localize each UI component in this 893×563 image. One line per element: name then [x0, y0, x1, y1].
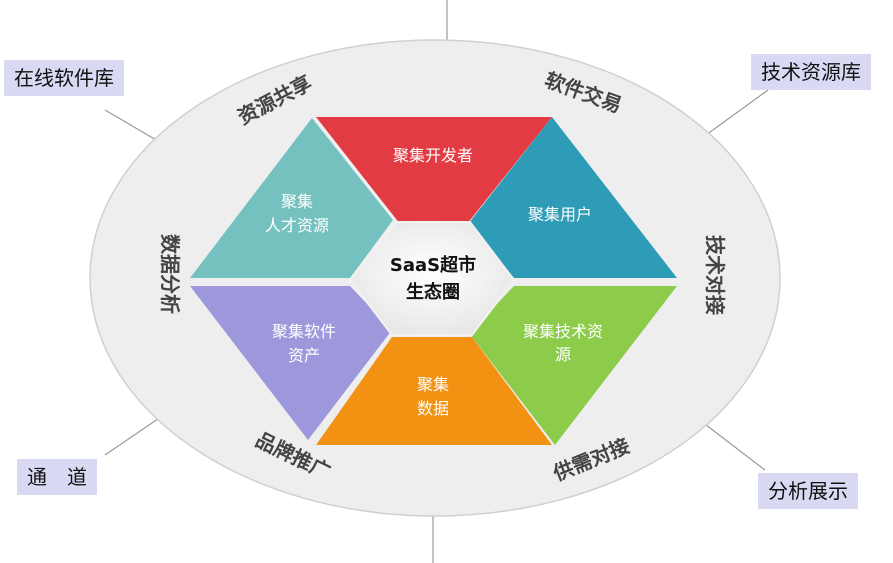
segment-top-right-users: [468, 117, 677, 278]
center-title-line1: SaaS超市: [390, 254, 476, 276]
segment-label-bottom-left-2: 资产: [288, 346, 320, 365]
callout-online-software-library: 在线软件库: [4, 60, 124, 96]
segment-top-developers: [316, 117, 552, 224]
segment-label-bottom-right-1: 聚集技术资: [523, 322, 603, 341]
segment-bottom-right-tech: [469, 286, 677, 445]
callout-tech-resource-library: 技术资源库: [751, 54, 871, 90]
segment-label-bottom-left-1: 聚集软件: [272, 322, 336, 341]
callout-analysis-display: 分析展示: [758, 473, 858, 509]
segment-top-left-talent: [190, 118, 393, 278]
center-hub: [348, 221, 516, 336]
segment-bottom-left-assets: [190, 286, 392, 440]
segment-label-top-right: 聚集用户: [528, 205, 592, 224]
segment-label-top: 聚集开发者: [393, 146, 473, 165]
ring-label-right: 技术对接: [703, 235, 727, 315]
callout-channel: 通 道: [17, 459, 97, 495]
segment-label-bottom-right-2: 源: [555, 345, 571, 364]
segment-label-bottom-2: 数据: [417, 399, 449, 418]
ring-label-left: 数据分析: [158, 234, 182, 314]
segment-bottom-data: [316, 337, 552, 445]
segment-label-top-left-1: 聚集: [281, 192, 313, 211]
center-title-line2: 生态圈: [406, 281, 460, 303]
segment-label-bottom-1: 聚集: [417, 375, 449, 394]
segment-label-top-left-2: 人才资源: [265, 216, 329, 235]
